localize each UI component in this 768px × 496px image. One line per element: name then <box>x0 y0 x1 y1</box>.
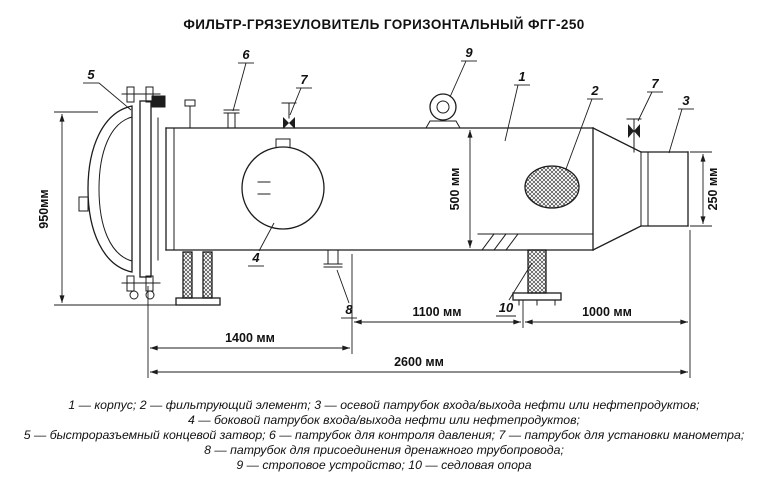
callout-6: 6 <box>242 47 250 62</box>
legend: 1 — корпус; 2 — фильтрующий элемент; 3 —… <box>24 398 745 472</box>
callout-7-right: 7 <box>651 76 659 91</box>
vessel-outline <box>78 86 689 306</box>
callout-3: 3 <box>682 93 690 108</box>
end-closure <box>78 100 159 278</box>
filter-element <box>524 165 580 209</box>
legend-line-4: 8 — патрубок для присоединения дренажног… <box>204 443 564 457</box>
page-title: ФИЛЬТР-ГРЯЗЕУЛОВИТЕЛЬ ГОРИЗОНТАЛЬНЫЙ ФГГ… <box>183 17 584 32</box>
legend-line-2: 4 — боковой патрубок входа/выхода нефти … <box>188 413 580 427</box>
callout-10: 10 <box>499 300 514 315</box>
manometer-valve-right-icon <box>626 118 642 153</box>
callout-1: 1 <box>518 69 525 84</box>
drain-nozzle <box>323 249 343 268</box>
callout-leaders <box>83 60 694 319</box>
dim-shell-500: 500 мм <box>448 168 462 211</box>
side-nozzle <box>241 138 325 230</box>
dim-total-2600: 2600 мм <box>394 355 444 369</box>
callout-9: 9 <box>465 45 473 60</box>
legend-line-3: 5 — быстроразъемный концевой затвор; 6 —… <box>24 428 745 442</box>
dim-height-950: 950мм <box>37 189 51 228</box>
callout-5: 5 <box>87 67 95 82</box>
callout-4: 4 <box>251 250 260 265</box>
vessel-shell <box>165 127 594 251</box>
dim-span-1400: 1400 мм <box>225 331 275 345</box>
saddle-wear-plate <box>477 233 594 251</box>
pressure-control-nozzle <box>223 109 240 129</box>
flange-bolts-bottom <box>121 275 161 300</box>
lifting-lug <box>425 93 461 129</box>
axial-nozzle <box>592 127 689 251</box>
support-legs <box>175 251 221 306</box>
callout-8: 8 <box>345 302 353 317</box>
legend-line-1: 1 — корпус; 2 — фильтрующий элемент; 3 —… <box>68 398 699 412</box>
dim-nozzle-250: 250 мм <box>706 168 720 211</box>
callout-2: 2 <box>590 83 599 98</box>
callout-7-left: 7 <box>300 72 308 87</box>
flange-bolts-top <box>121 86 166 108</box>
shell-top-bolt <box>184 99 196 129</box>
dimension-lines <box>54 111 712 378</box>
dim-span-1000: 1000 мм <box>582 305 632 319</box>
legend-line-5: 9 — строповое устройство; 10 — седловая … <box>236 458 531 472</box>
dim-span-1100: 1100 мм <box>412 305 461 319</box>
saddle-support <box>512 249 562 306</box>
manometer-valve-left-icon <box>281 102 297 129</box>
